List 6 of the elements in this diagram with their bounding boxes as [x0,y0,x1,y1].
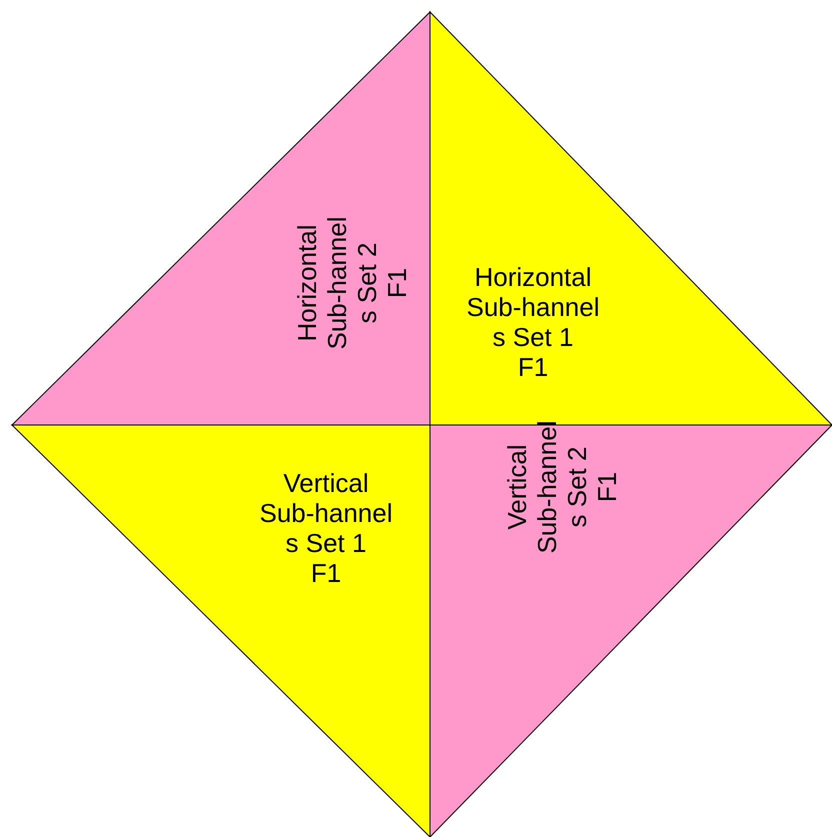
segment-label: Horizontal Sub-hannel s Set 2 F1 [292,216,412,352]
segment-label: Horizontal Sub-hannel s Set 1 F1 [466,262,600,382]
segment-label: Vertical Sub-hannel s Set 1 F1 [258,468,394,588]
triangle-segment [12,425,430,837]
triangle-segment [12,12,430,425]
segment-label: Vertical Sub-hannel s Set 2 F1 [502,420,622,556]
